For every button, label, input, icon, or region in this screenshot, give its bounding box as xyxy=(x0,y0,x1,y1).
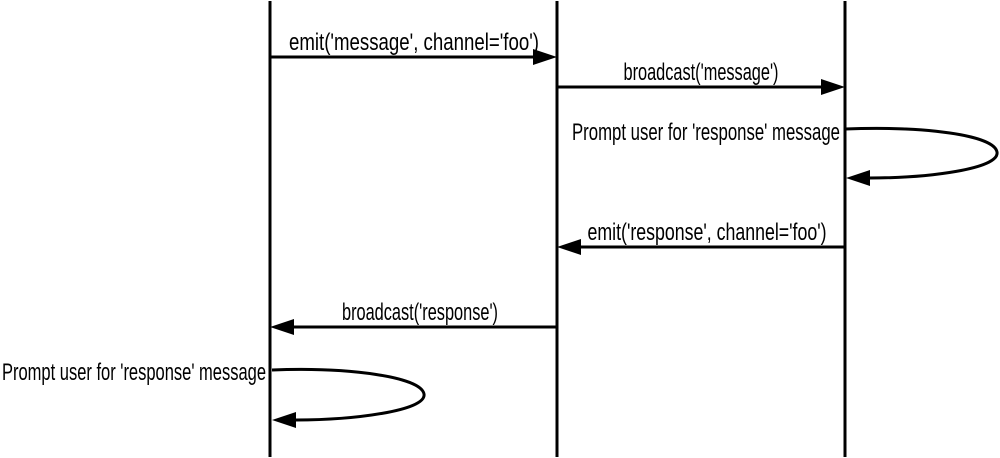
message-broadcast-message: broadcast('message') xyxy=(557,59,845,95)
arrowhead-left-icon xyxy=(557,239,581,255)
message-prompt-user-left: Prompt user for 'response' message xyxy=(2,359,426,428)
arrowhead-left-icon xyxy=(846,170,870,186)
message-label: Prompt user for 'response' message xyxy=(2,359,266,386)
message-broadcast-response: broadcast('response') xyxy=(270,299,557,335)
message-prompt-user-right: Prompt user for 'response' message xyxy=(572,119,999,186)
arrowhead-left-icon xyxy=(272,412,296,428)
arrowhead-right-icon xyxy=(821,79,845,95)
message-label: Prompt user for 'response' message xyxy=(572,119,840,146)
message-emit-response: emit('response', channel='foo') xyxy=(557,219,845,255)
arrowhead-right-icon xyxy=(533,49,557,65)
message-label: emit('response', channel='foo') xyxy=(588,219,827,246)
self-loop-line xyxy=(844,126,999,180)
arrowhead-left-icon xyxy=(270,319,294,335)
self-loop-line xyxy=(271,368,426,422)
message-emit-message: emit('message', channel='foo') xyxy=(270,29,557,65)
message-label: broadcast('message') xyxy=(624,59,779,86)
message-label: broadcast('response') xyxy=(342,299,498,326)
message-label: emit('message', channel='foo') xyxy=(289,29,539,56)
